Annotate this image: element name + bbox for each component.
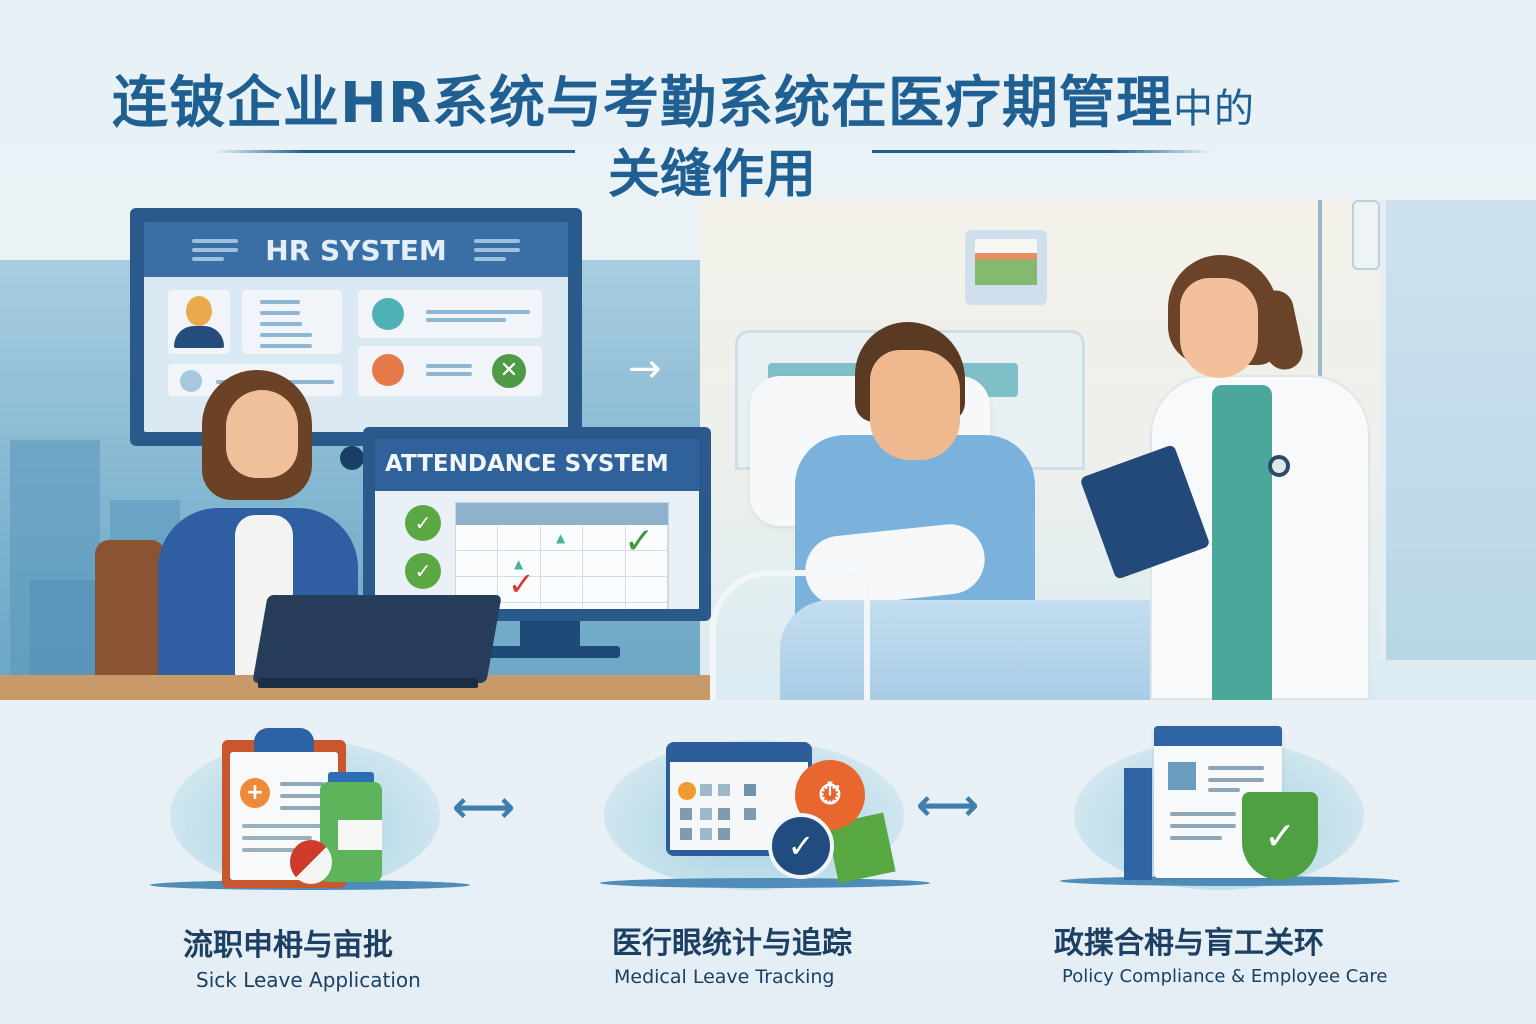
employee-photo-card bbox=[168, 290, 230, 354]
hero-illustration: HR SYSTEM bbox=[0, 200, 1536, 700]
feature-title-cn: 政揲合枏与肓工关环 bbox=[1054, 926, 1324, 961]
person-avatar-icon bbox=[186, 296, 212, 326]
employee-record-approved bbox=[358, 290, 542, 338]
pill-capsule-icon bbox=[290, 840, 332, 884]
laptop-base bbox=[258, 678, 478, 688]
user-circle-orange-icon bbox=[372, 354, 404, 386]
title-area: 连铍企业HR系统与考勤系统在医疗期管理中的 关缝作用 bbox=[0, 0, 1536, 205]
hr-system-title: HR SYSTEM bbox=[265, 234, 447, 267]
stethoscope-icon bbox=[1268, 455, 1290, 477]
laptop-icon bbox=[252, 595, 502, 683]
calendar-day-marker bbox=[678, 782, 696, 800]
double-arrow-icon: ⟷ bbox=[452, 782, 516, 833]
hospital-window bbox=[1380, 200, 1536, 660]
iv-bag-icon bbox=[1352, 200, 1380, 270]
feature-title-cn: 医行眼统计与追踪 bbox=[612, 926, 852, 961]
check-circle-icon: ✓ bbox=[405, 553, 441, 589]
check-circle-icon: ✓ bbox=[405, 505, 441, 541]
bed-rail bbox=[710, 570, 870, 700]
triangle-marker-icon: ▲ bbox=[514, 557, 524, 571]
page-title-line2: 关缝作用 bbox=[608, 145, 817, 205]
green-checkmark-icon: ✓ bbox=[624, 521, 655, 562]
office-chair bbox=[95, 540, 165, 680]
title-divider-right bbox=[872, 150, 1212, 153]
attendance-system-title: ATTENDANCE SYSTEM bbox=[385, 451, 669, 477]
x-circle-icon: ✕ bbox=[492, 354, 526, 388]
title-main: 连铍企业HR系统与考勤系统在医疗期管理 bbox=[112, 71, 1173, 136]
ground-shadow bbox=[600, 878, 930, 888]
monitor-stand bbox=[340, 446, 364, 470]
check-badge-icon: ✓ bbox=[768, 813, 834, 879]
feature-title-en: Medical Leave Tracking bbox=[614, 966, 835, 988]
monitor-base bbox=[480, 646, 620, 658]
doctor-scrubs bbox=[1212, 385, 1272, 700]
calendar-header bbox=[456, 503, 668, 525]
placeholder-avatar-icon bbox=[180, 370, 202, 392]
feature-title-en: Policy Compliance & Employee Care bbox=[1062, 966, 1388, 987]
person-avatar-body bbox=[174, 326, 224, 348]
red-checkmark-icon: ✓ bbox=[508, 565, 535, 603]
title-divider-left bbox=[215, 150, 575, 153]
wall-medical-monitor bbox=[965, 230, 1047, 305]
menu-lines-icon bbox=[192, 239, 238, 266]
binder-icon bbox=[1124, 768, 1152, 880]
monitor-stand bbox=[520, 621, 580, 647]
double-arrow-icon: ⟷ bbox=[916, 780, 980, 831]
employee-record-rejected: ✕ bbox=[358, 346, 542, 396]
hr-system-monitor: HR SYSTEM bbox=[130, 208, 582, 446]
flow-arrow-icon: → bbox=[628, 346, 662, 392]
shield-check-icon: ✓ bbox=[1242, 792, 1318, 880]
plus-icon: + bbox=[240, 778, 270, 808]
ground-shadow bbox=[1060, 876, 1400, 886]
hr-system-screen: HR SYSTEM bbox=[144, 222, 568, 432]
page-title-line1: 连铍企业HR系统与考勤系统在医疗期管理中的 bbox=[112, 58, 1255, 139]
feature-section: + 流职申枏与亩批 Sick Leave Application ⟷ ⏱ ✓ 医… bbox=[0, 700, 1536, 1024]
feature-title-cn: 流职申枏与亩批 bbox=[183, 928, 393, 963]
doctor-face bbox=[1180, 278, 1258, 378]
patient-face bbox=[870, 350, 960, 460]
feature-title-en: Sick Leave Application bbox=[196, 968, 421, 992]
attendance-system-monitor: ATTENDANCE SYSTEM ✓ ✓ ▲ ▲ ✓ ✓ bbox=[363, 427, 711, 621]
title-tail: 中的 bbox=[1173, 86, 1255, 132]
menu-lines-icon bbox=[474, 239, 520, 266]
user-circle-teal-icon bbox=[372, 298, 404, 330]
face bbox=[226, 390, 298, 478]
attendance-system-header bbox=[375, 439, 699, 491]
attendance-system-screen: ATTENDANCE SYSTEM ✓ ✓ ▲ ▲ ✓ ✓ bbox=[375, 439, 699, 609]
employee-details-card bbox=[242, 290, 342, 354]
hr-system-header: HR SYSTEM bbox=[144, 222, 568, 277]
attendance-calendar: ▲ ▲ ✓ ✓ bbox=[455, 502, 669, 609]
triangle-marker-icon: ▲ bbox=[556, 531, 566, 545]
